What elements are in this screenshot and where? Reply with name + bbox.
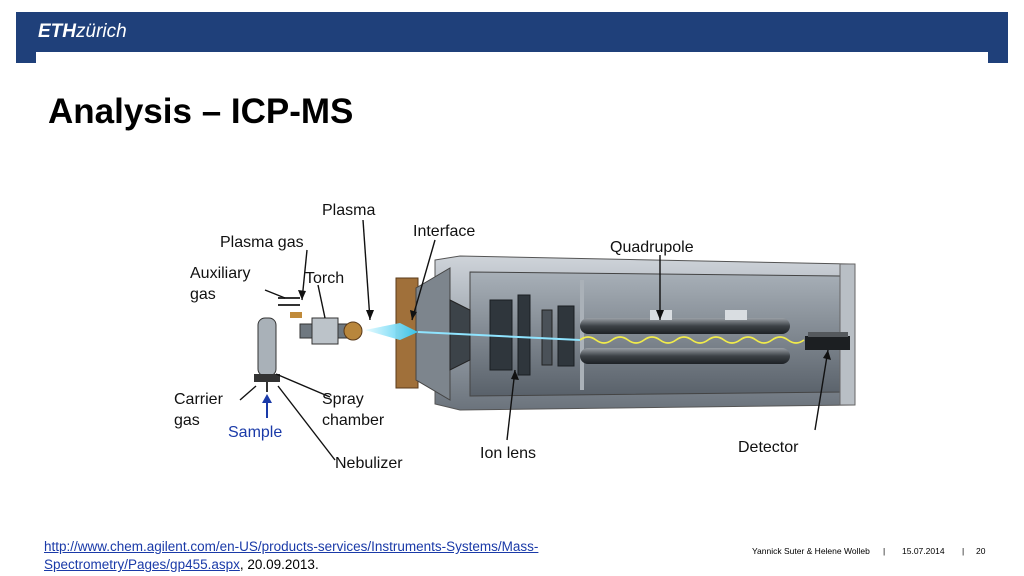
- footer-separator: |: [962, 546, 965, 556]
- label-plasma: Plasma: [322, 202, 375, 219]
- source-citation: http://www.chem.agilent.com/en-US/produc…: [44, 538, 644, 574]
- header-bar-right-tab: [988, 52, 1008, 63]
- label-nebulizer: Nebulizer: [335, 455, 403, 472]
- label-chamber: chamber: [322, 412, 385, 429]
- label-torch: Torch: [305, 270, 344, 287]
- label-plasma-gas: Plasma gas: [220, 234, 304, 251]
- sample-arrow: [262, 394, 272, 418]
- arrowheads: [298, 290, 831, 380]
- footer-separator: |: [883, 546, 886, 556]
- label-auxiliary: Auxiliary: [190, 265, 250, 282]
- page-number: 20: [976, 546, 986, 556]
- ion-beam: [365, 323, 805, 344]
- header-bar: [16, 12, 1008, 52]
- label-auxiliary-gas: gas: [190, 286, 216, 303]
- label-quadrupole: Quadrupole: [610, 239, 694, 256]
- label-spray: Spray: [322, 391, 364, 408]
- detector: [805, 332, 850, 350]
- label-carrier-gas: gas: [174, 412, 200, 429]
- label-carrier: Carrier: [174, 391, 224, 408]
- leader-lines: [239, 219, 829, 461]
- quadrupole-rods: [580, 310, 790, 364]
- eth-logo: ETHzürich: [38, 21, 127, 42]
- label-ion-lens: Ion lens: [480, 445, 536, 462]
- label-interface: Interface: [413, 223, 475, 240]
- source-date: , 20.09.2013.: [239, 557, 319, 572]
- torch-assembly: [278, 297, 363, 345]
- header-bar-left-tab: [16, 52, 36, 63]
- spray-chamber: [254, 317, 280, 392]
- label-sample: Sample: [228, 424, 282, 441]
- label-detector: Detector: [738, 439, 799, 456]
- footer-date: 15.07.2014: [902, 546, 945, 556]
- source-link[interactable]: http://www.chem.agilent.com/en-US/produc…: [44, 539, 539, 572]
- footer-authors: Yannick Suter & Helene Wolleb: [752, 546, 870, 556]
- icp-ms-diagram: Plasma Interface Plasma gas Quadrupole A…: [150, 160, 870, 500]
- slide-title: Analysis – ICP-MS: [48, 92, 354, 131]
